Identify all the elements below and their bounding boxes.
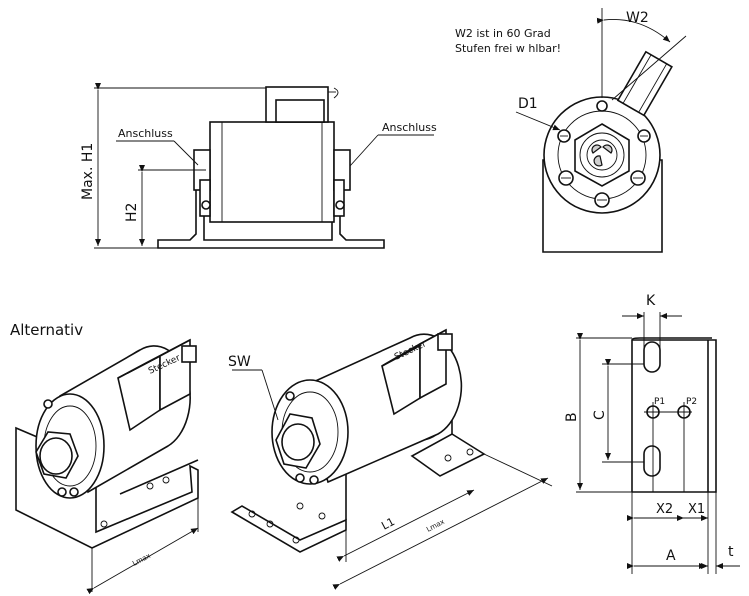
dim-h2: H2 <box>124 203 140 222</box>
alternative-left-view: Alternativ Stecker Lmax <box>10 321 199 595</box>
connection-label-right: Anschluss <box>382 121 437 134</box>
side-view: Anschluss Anschluss Max. H1 H2 <box>80 83 437 249</box>
rotation-note-line1: W2 ist in 60 Grad <box>455 27 551 40</box>
dim-w2: W2 <box>626 10 649 26</box>
dim-c: C <box>592 410 608 420</box>
alternative-right-view: Stecker SW L1 Lmax <box>228 328 553 590</box>
dim-sw: SW <box>228 354 251 370</box>
dim-x2: X2 <box>656 502 673 517</box>
dim-d1: D1 <box>518 96 538 112</box>
length-label-left: Lmax <box>131 552 152 568</box>
hole-p1: P1 <box>654 397 665 407</box>
dim-k: K <box>646 293 656 309</box>
dim-t: t <box>728 544 734 560</box>
hole-p2: P2 <box>686 397 697 407</box>
dim-max-height: Max. H1 <box>80 143 96 200</box>
dim-x1: X1 <box>688 502 705 517</box>
dim-b: B <box>564 412 580 422</box>
alternative-title: Alternativ <box>10 321 83 339</box>
dim-a: A <box>666 548 676 564</box>
rotation-note-line2: Stufen frei w hlbar! <box>455 42 561 55</box>
bracket-detail: P1 P2 K B C X2 X1 A t <box>564 293 740 574</box>
connection-label-left: Anschluss <box>118 127 173 140</box>
front-view: W2 ist in 60 Grad Stufen frei w hlbar! W <box>455 8 687 253</box>
